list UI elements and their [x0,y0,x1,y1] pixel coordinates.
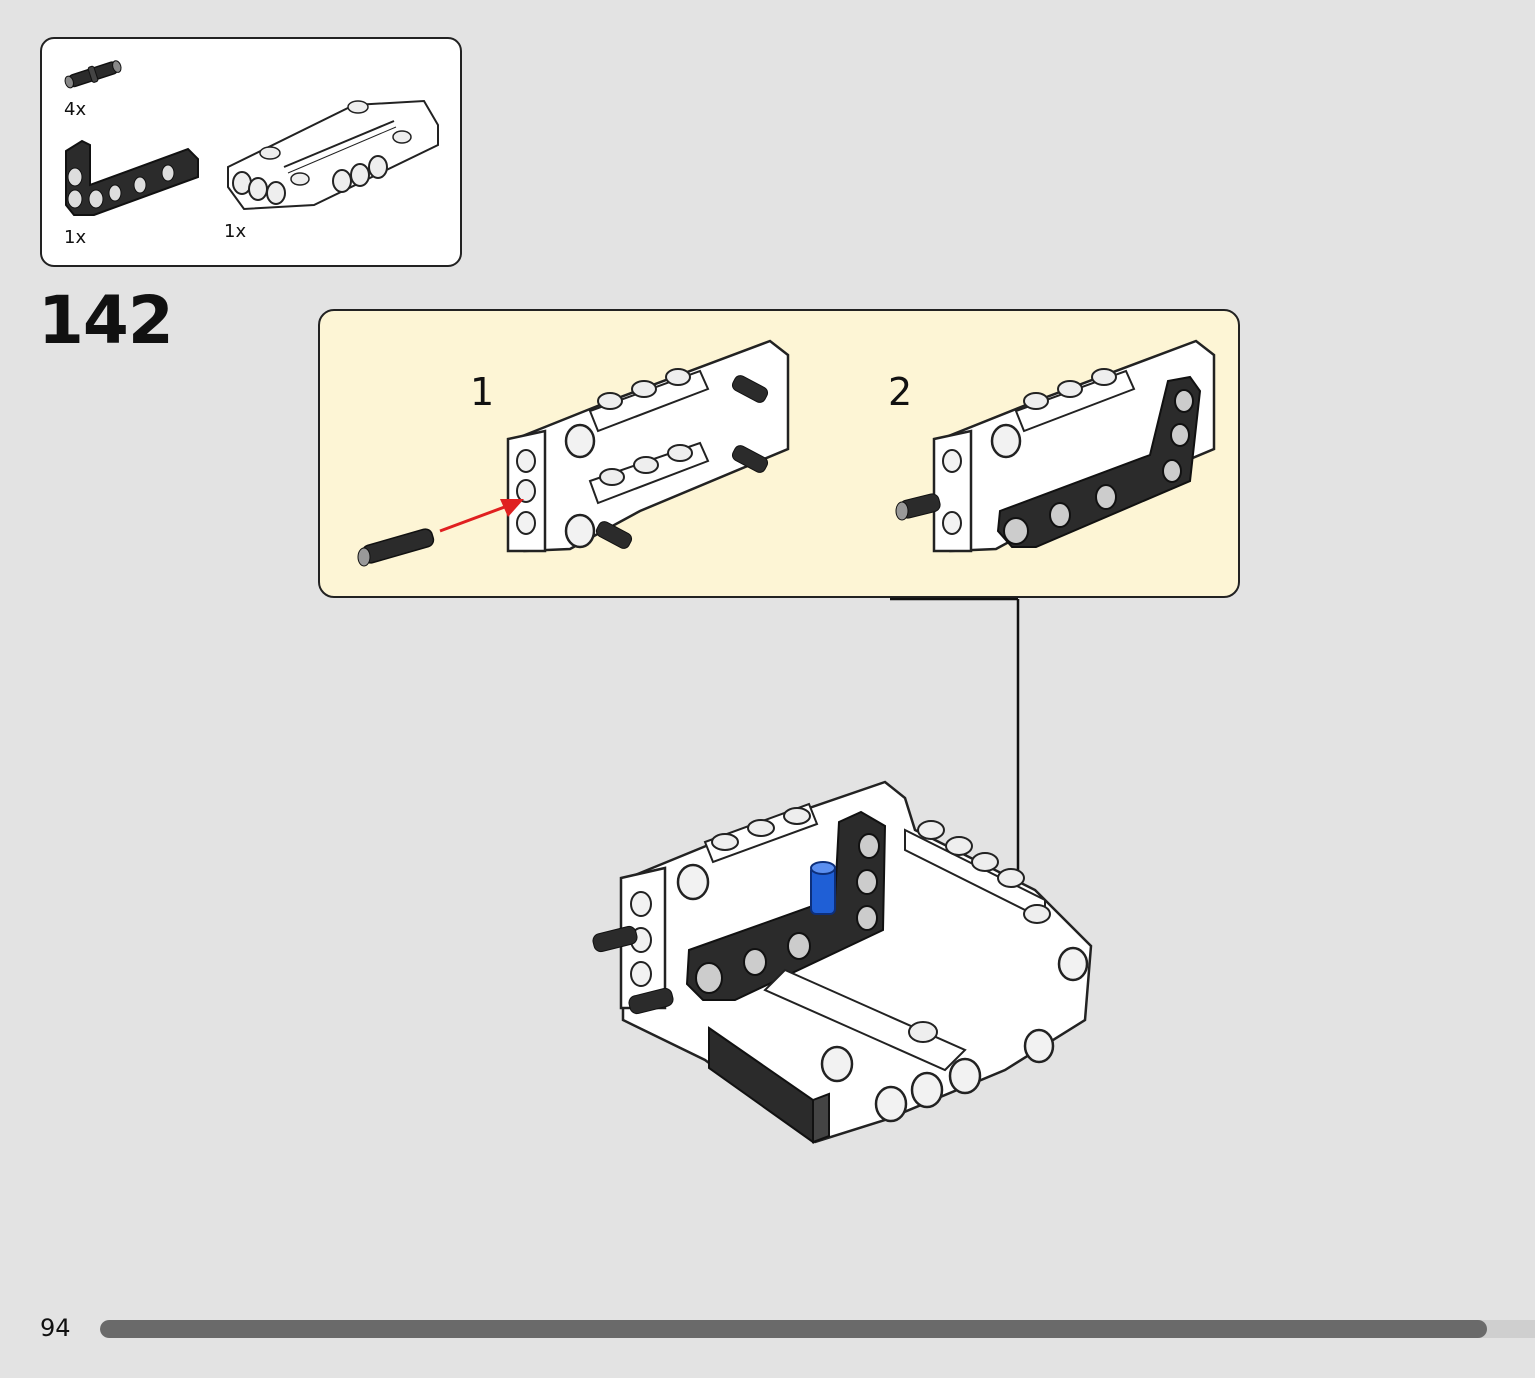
sub-assembly-callout: 1 2 [318,309,1240,598]
angled-beam-part-icon [65,139,199,216]
insert-arrow [439,499,524,533]
parts-list: 4x 1x 1x [40,37,462,267]
axle-pin-front [895,493,941,521]
progress-bar [100,1320,1535,1338]
blue-pin-highlight [810,861,836,915]
sub-step-1-label: 1 [470,370,495,414]
angled-beam-main [685,810,887,1001]
axle-pin-part-icon [64,60,122,89]
axle-pin-main-1 [592,925,638,953]
main-assembly-model [592,780,1093,1144]
axle-pin-attached-3 [595,521,633,549]
sub-step-2-model [895,339,1216,553]
progress-bar-fill [100,1320,1487,1338]
panel-plate-quantity: 1x [224,221,247,242]
axle-pin-main-2 [628,987,674,1015]
angled-beam-installed [996,375,1202,548]
axle-pin-attached-2 [731,445,769,473]
page-number: 94 [40,1314,71,1342]
sub-step-1-model [357,339,790,567]
black-panel-main [708,1026,830,1144]
axle-pin-loose [357,528,435,567]
angled-beam-quantity: 1x [64,227,87,248]
axle-pin-attached-1 [731,375,769,403]
panel-plate-part-icon [227,99,439,211]
step-number: 142 [38,282,174,359]
axle-pin-quantity: 4x [64,99,87,120]
sub-step-2-label: 2 [888,370,913,414]
